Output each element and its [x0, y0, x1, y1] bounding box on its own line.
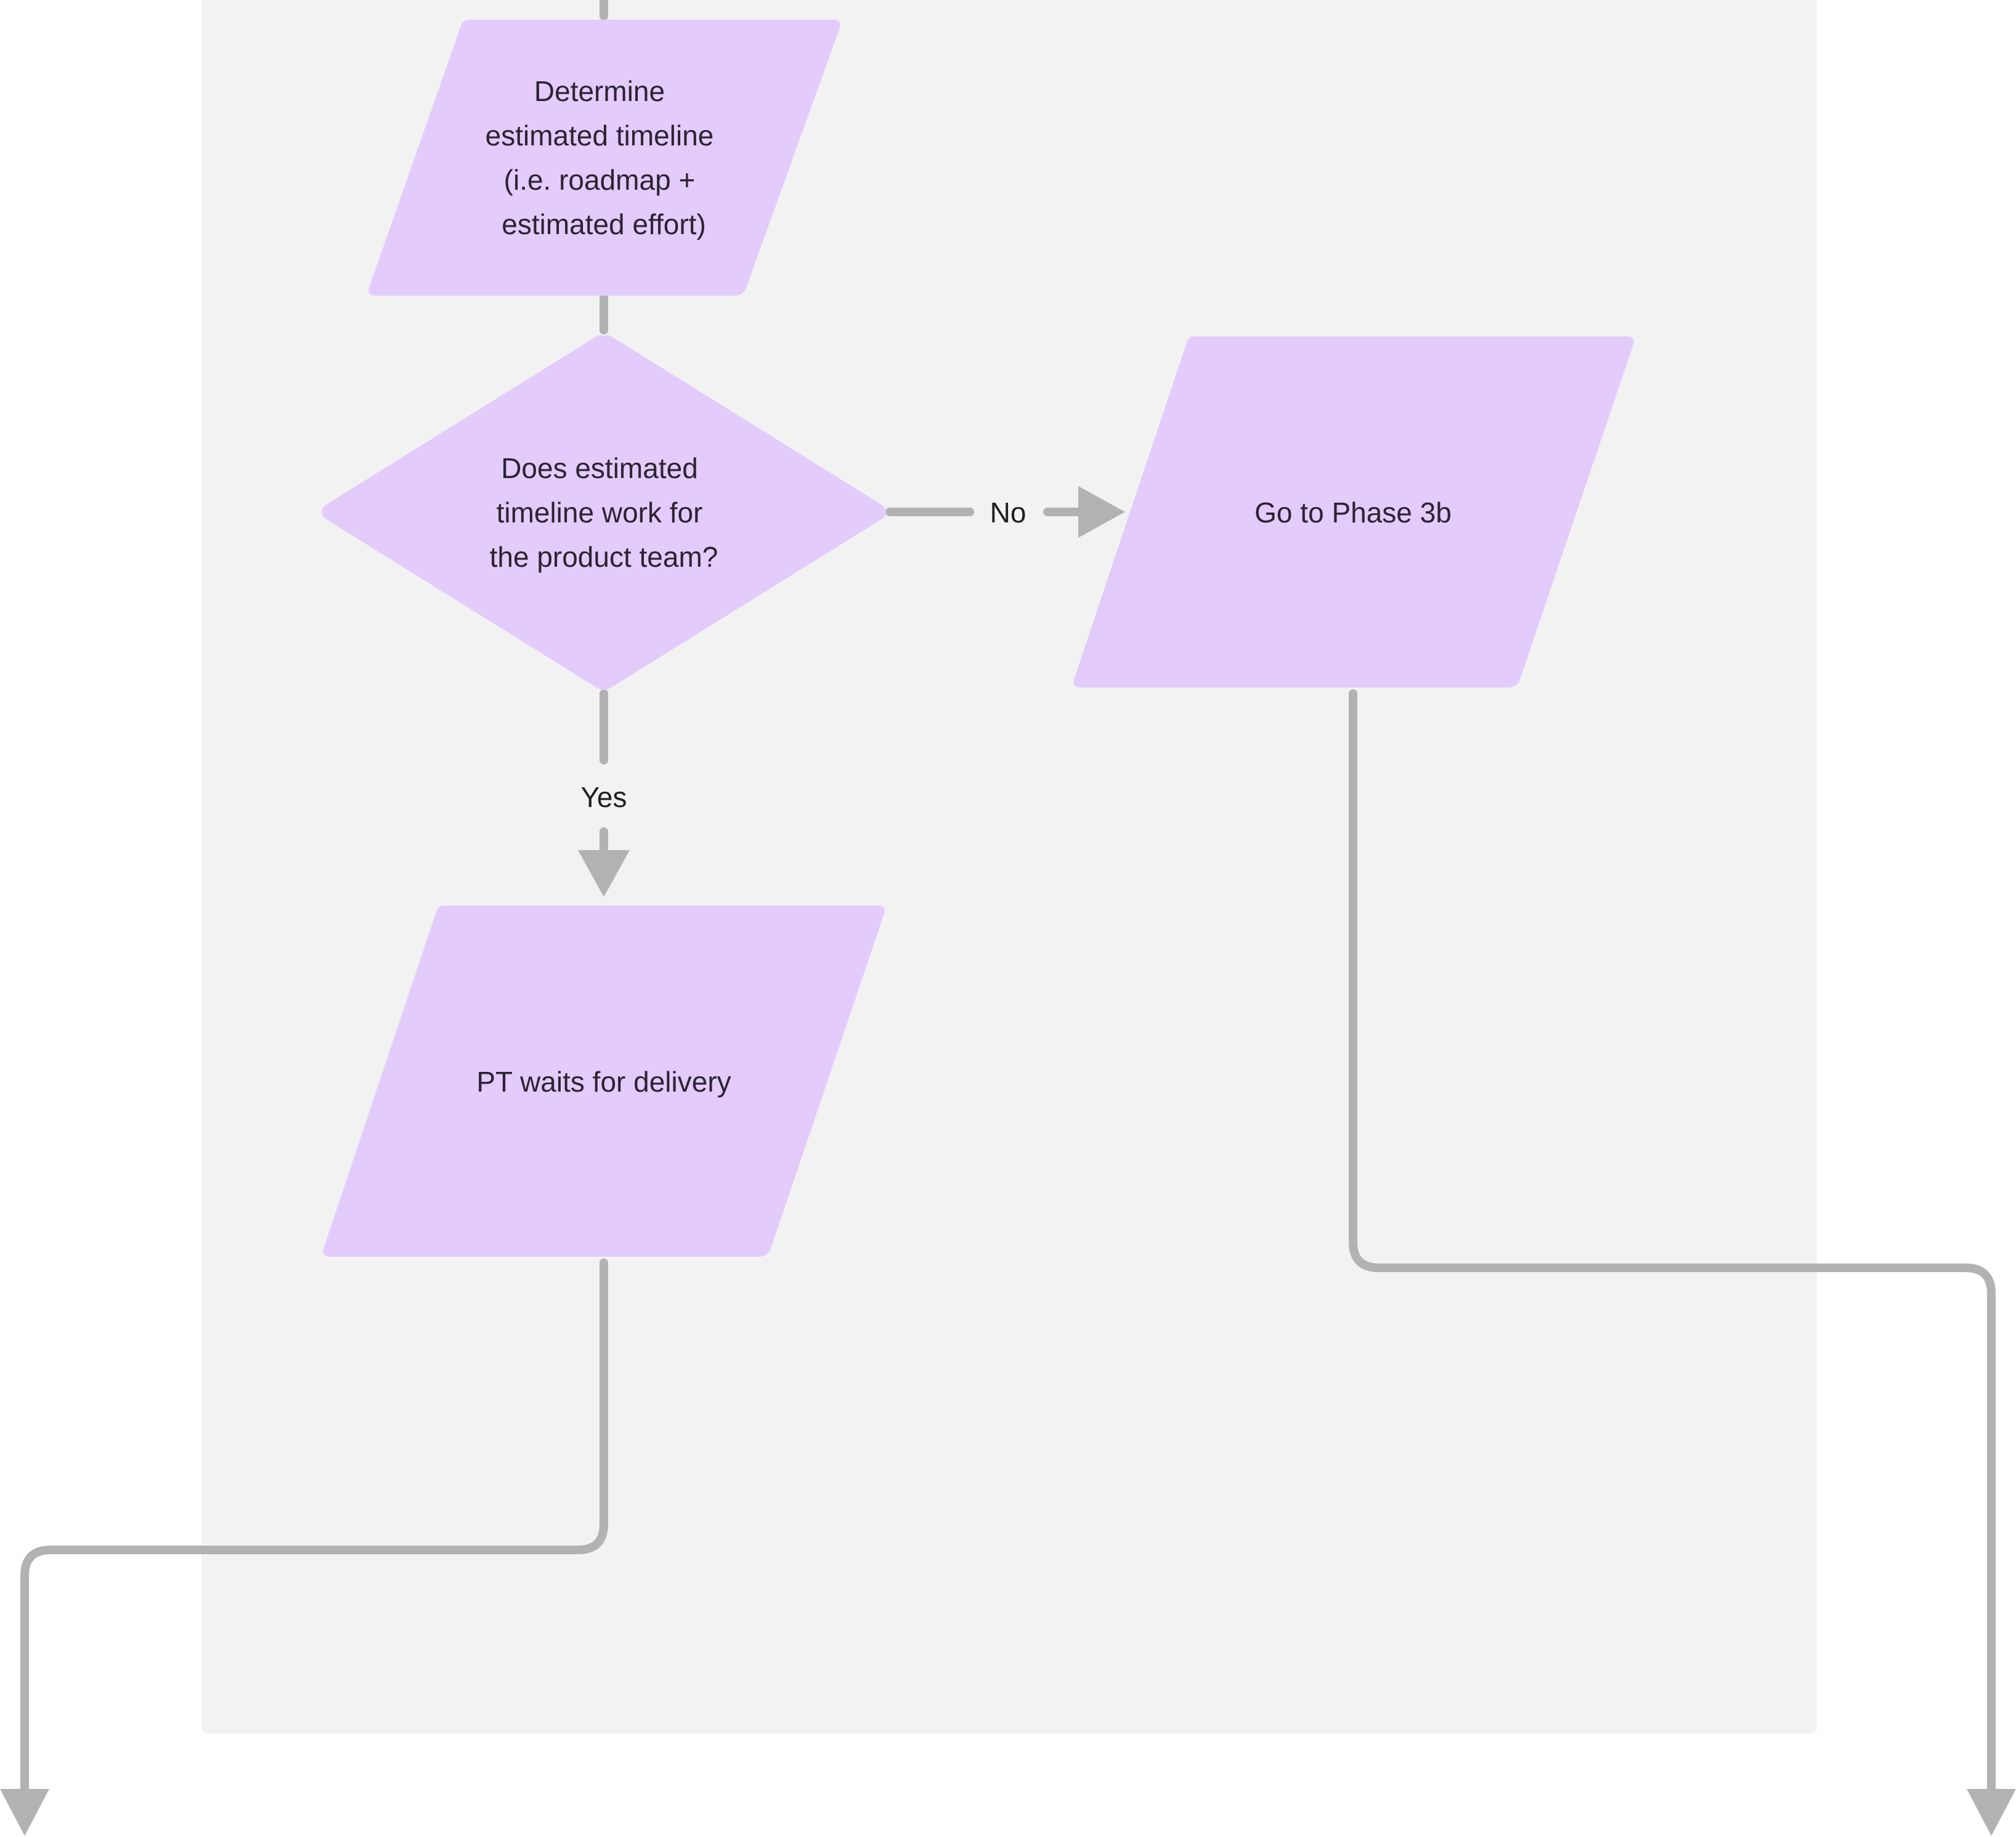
node-text-line: Determine: [534, 75, 665, 107]
parallelogram-shape: [1073, 336, 1634, 687]
node-determine-timeline[interactable]: Determine estimated timeline (i.e. roadm…: [368, 20, 840, 296]
edge-label-no: No: [990, 497, 1026, 529]
arrowhead-bottom-right: [1967, 1789, 2016, 1836]
arrowhead-to-phase: [1078, 486, 1125, 538]
node-text-line: Go to Phase 3b: [1254, 497, 1452, 529]
node-text-line: the product team?: [490, 541, 718, 573]
parallelogram-shape: [368, 20, 840, 296]
node-text-line: Does estimated: [501, 452, 698, 484]
connector-pt-waits-out: [20, 1259, 608, 1798]
arrowhead-bottom-left: [0, 1789, 49, 1836]
node-timeline-decision[interactable]: Does estimated timeline work for the pro…: [322, 335, 886, 690]
node-text-line: (i.e. roadmap +: [504, 164, 696, 196]
node-pt-waits-for-delivery[interactable]: PT waits for delivery: [323, 906, 885, 1257]
node-text-line: estimated effort): [502, 208, 706, 240]
parallelogram-shape: [323, 906, 885, 1257]
node-text-line: timeline work for: [497, 497, 703, 529]
diamond-shape: [322, 335, 886, 690]
edge-label-yes: Yes: [580, 781, 627, 813]
arrowhead-to-pt-waits: [578, 850, 630, 897]
connector-phase-out: [1349, 689, 1996, 1798]
node-text-line: PT waits for delivery: [476, 1066, 731, 1098]
node-text-line: estimated timeline: [486, 120, 714, 152]
node-go-to-phase-3b[interactable]: Go to Phase 3b: [1073, 336, 1634, 687]
